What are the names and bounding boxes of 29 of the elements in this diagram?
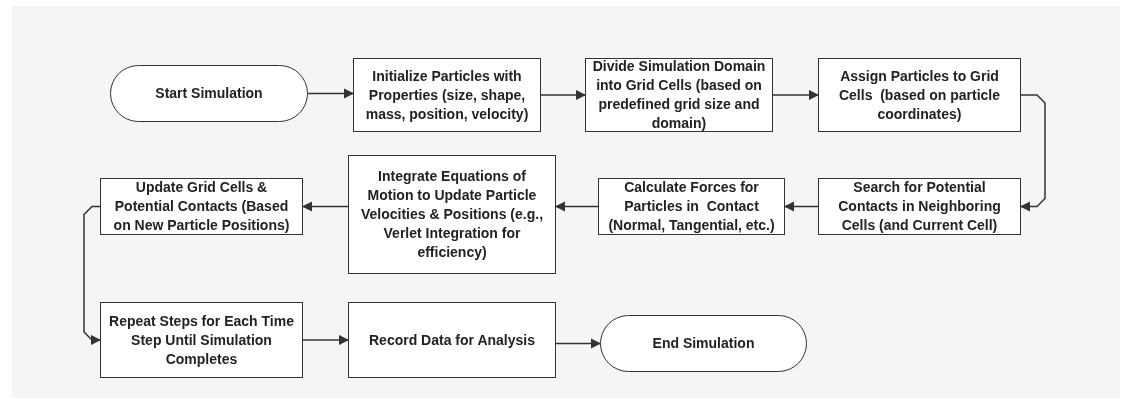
arrow	[301, 201, 349, 212]
arrow	[83, 205, 102, 346]
step-text: Record Data for Analysis	[369, 330, 535, 350]
terminal-shape	[110, 65, 308, 122]
arrow	[783, 201, 819, 212]
arrow	[554, 201, 599, 212]
step-text: Integrate Equations of Motion to Update Particle Velocities & Positions (e.g., Verlet Integration for efficiency)	[359, 167, 545, 262]
step-text: Repeat Steps for Each Time Step Until Simulation Completes	[108, 311, 295, 369]
process-box	[818, 178, 1021, 235]
step-text: Start Simulation	[155, 84, 263, 103]
step-text: Update Grid Cells & Potential Contacts (Based on New Particle Positions)	[112, 178, 291, 235]
process-box	[353, 58, 541, 132]
process-box	[818, 58, 1021, 132]
arrow	[302, 334, 350, 346]
arrow	[555, 338, 602, 349]
arrow	[540, 89, 587, 101]
arrow	[307, 88, 355, 99]
arrow	[772, 89, 820, 101]
step-text: Assign Particles to Grid Cells (based on particle coordinates)	[837, 66, 1002, 124]
process-box	[348, 155, 556, 274]
step-text: Search for Potential Contacts in Neighboring Cells (and Current Cell)	[837, 178, 1002, 235]
step-text: Initialize Particles with Properties (size, shape, mass, position, velocity)	[364, 66, 530, 124]
arrow	[1019, 94, 1046, 212]
step-text: Divide Simulation Domain into Grid Cells (based on predefined grid size and domain)	[592, 57, 766, 133]
process-box	[100, 302, 303, 378]
process-box	[348, 302, 556, 378]
step-text: Calculate Forces for Particles in Contact (Normal, Tangential, etc.)	[607, 178, 776, 235]
step-text: End Simulation	[652, 334, 755, 353]
terminal-shape	[600, 315, 807, 372]
